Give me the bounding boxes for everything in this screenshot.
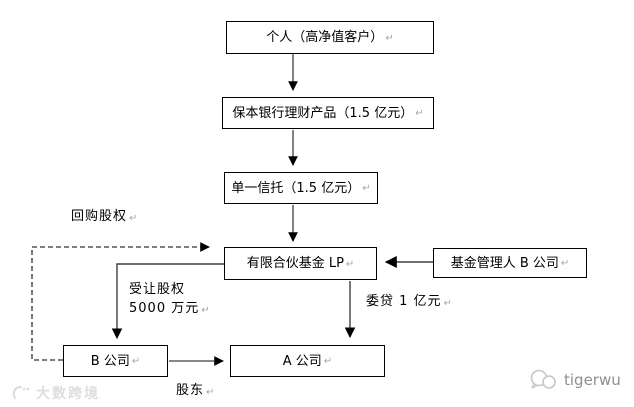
node-single-trust-label: 单一信托（1.5 亿元） — [231, 180, 361, 196]
label-transfer-equity-line2: 5000 万元 — [129, 300, 200, 316]
node-company-a: A 公司 ↵ — [230, 345, 385, 377]
node-wealth-product-label: 保本银行理财产品（1.5 亿元） — [232, 105, 414, 121]
node-fund-manager: 基金管理人 B 公司 ↵ — [433, 248, 587, 278]
paragraph-mark: ↵ — [385, 32, 394, 44]
node-single-trust: 单一信托（1.5 亿元） ↵ — [224, 172, 378, 204]
label-entrusted-loan: 委贷 1 亿元↵ — [366, 293, 453, 312]
node-fund-manager-label: 基金管理人 B 公司 — [450, 255, 559, 271]
paragraph-mark: ↵ — [443, 298, 453, 309]
chat-bubbles-icon — [530, 369, 556, 389]
watermark-left-text: 大数跨境 — [36, 386, 100, 402]
label-shareholder: 股东↵ — [176, 382, 215, 401]
node-company-a-label: A 公司 — [282, 353, 322, 369]
paragraph-mark: ↵ — [206, 387, 216, 398]
node-individual: 个人（高净值客户） ↵ — [226, 21, 434, 54]
paragraph-mark: ↵ — [201, 304, 211, 316]
paragraph-mark: ↵ — [323, 356, 333, 367]
node-individual-label: 个人（高净值客户） — [266, 30, 384, 45]
paragraph-mark: ↵ — [362, 183, 371, 194]
paragraph-mark: ↵ — [345, 258, 355, 270]
paragraph-mark: ↵ — [129, 213, 139, 224]
watermark-left: 大数跨境 — [12, 383, 100, 403]
label-repurchase-equity: 回购股权↵ — [71, 208, 138, 227]
node-lp-fund: 有限合伙基金 LP ↵ — [224, 247, 377, 280]
watermark-right-text: tigerwu — [564, 371, 621, 389]
paragraph-mark: ↵ — [415, 108, 424, 119]
brand-logo-icon — [12, 385, 30, 400]
node-company-b-label: B 公司 — [90, 353, 130, 369]
paragraph-mark: ↵ — [131, 356, 141, 367]
label-transfer-equity-line1: 受让股权 — [129, 282, 186, 297]
node-wealth-product: 保本银行理财产品（1.5 亿元） ↵ — [222, 97, 434, 129]
node-company-b: B 公司 ↵ — [63, 345, 168, 377]
node-lp-fund-label: 有限合伙基金 LP — [246, 256, 344, 271]
paragraph-mark: ↵ — [560, 258, 570, 269]
label-transfer-equity: 受让股权 5000 万元↵ — [129, 281, 211, 319]
watermark-right: tigerwu — [528, 368, 621, 392]
